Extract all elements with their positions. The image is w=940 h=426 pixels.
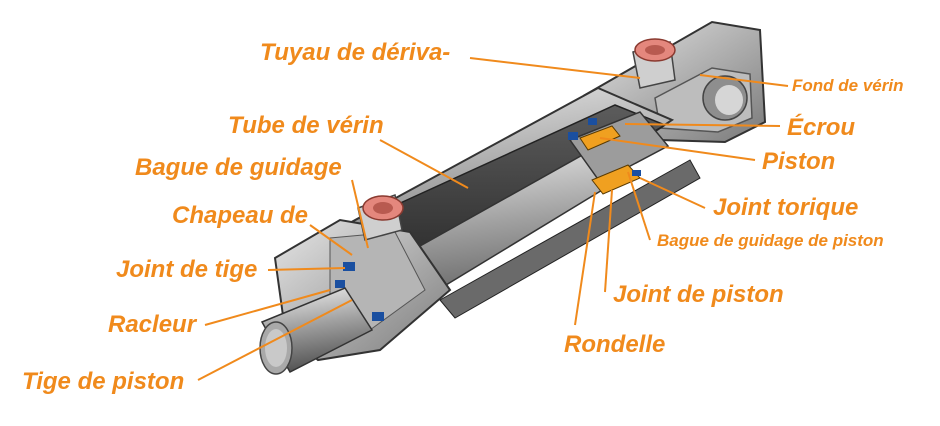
label-bague-guidage: Bague de guidage xyxy=(135,154,342,181)
leader-rondelle xyxy=(574,191,596,326)
label-joint-torique: Joint torique xyxy=(713,194,859,221)
leader-racleur xyxy=(204,289,331,326)
label-joint-piston: Joint de piston xyxy=(613,281,784,308)
label-rondelle: Rondelle xyxy=(564,331,666,358)
label-racleur: Racleur xyxy=(108,311,197,338)
leader-tige xyxy=(197,299,353,381)
leader-chapeau xyxy=(309,224,353,256)
leader-bague-guidage xyxy=(351,179,369,249)
leader-tube xyxy=(379,139,469,189)
leader-joint-torique xyxy=(639,177,706,209)
label-chapeau: Chapeau de xyxy=(172,202,309,229)
label-bague-piston: Bague de guidage de piston xyxy=(657,231,884,250)
leader-fond xyxy=(699,74,789,87)
label-tube: Tube de vérin xyxy=(228,112,384,139)
leader-bague-piston xyxy=(627,171,651,241)
label-joint-tige: Joint de tige xyxy=(116,256,258,283)
port-rear xyxy=(632,38,676,89)
leader-ecrou xyxy=(624,123,781,127)
port-front xyxy=(357,194,404,241)
leader-joint-piston xyxy=(604,189,613,293)
label-piston: Piston xyxy=(762,148,836,175)
label-tige: Tige de piston xyxy=(22,368,185,395)
label-fond: Fond de vérin xyxy=(792,76,904,95)
leader-lines xyxy=(197,57,789,381)
leader-joint-tige xyxy=(267,267,346,271)
leader-tuyau xyxy=(469,57,641,79)
label-tuyau: Tuyau de dériva- xyxy=(260,39,451,66)
leader-piston xyxy=(599,137,756,161)
label-ecrou: Écrou xyxy=(787,114,856,141)
